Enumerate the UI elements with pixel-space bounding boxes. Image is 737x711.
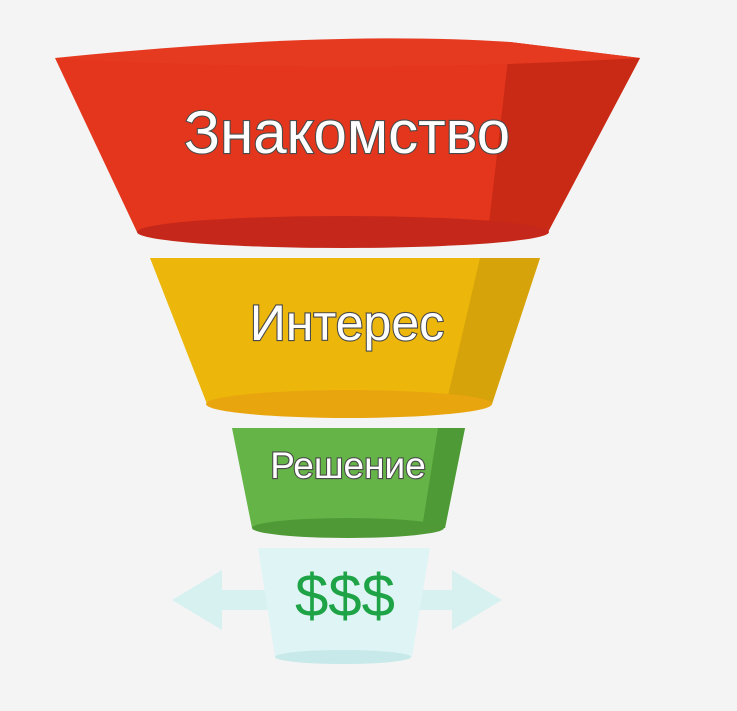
stage-interest-body bbox=[150, 258, 540, 404]
stage-interest-shade bbox=[446, 258, 540, 404]
result-body bbox=[258, 548, 430, 657]
funnel-stage-decision: Решение bbox=[232, 428, 465, 538]
result-label: $$$ bbox=[295, 562, 395, 629]
stage-awareness-shade bbox=[488, 42, 640, 232]
result-bottom-rim bbox=[275, 650, 411, 664]
stage-decision-bottom-rim bbox=[252, 518, 444, 538]
funnel-result: $$$ bbox=[258, 548, 430, 664]
stage-awareness-top-rim bbox=[55, 38, 640, 67]
stage-decision-label: Решение bbox=[270, 445, 426, 486]
stage-interest-label: Интерес bbox=[250, 295, 444, 351]
stage-decision-body bbox=[232, 428, 465, 528]
stage-interest-bottom-rim bbox=[206, 390, 492, 418]
funnel-stage-awareness: Знакомство bbox=[55, 38, 640, 248]
stage-awareness-label: Знакомство bbox=[184, 99, 510, 166]
stage-decision-shade bbox=[422, 428, 465, 528]
stage-awareness-bottom-rim bbox=[137, 216, 549, 248]
funnel-stage-interest: Интерес bbox=[150, 258, 540, 418]
